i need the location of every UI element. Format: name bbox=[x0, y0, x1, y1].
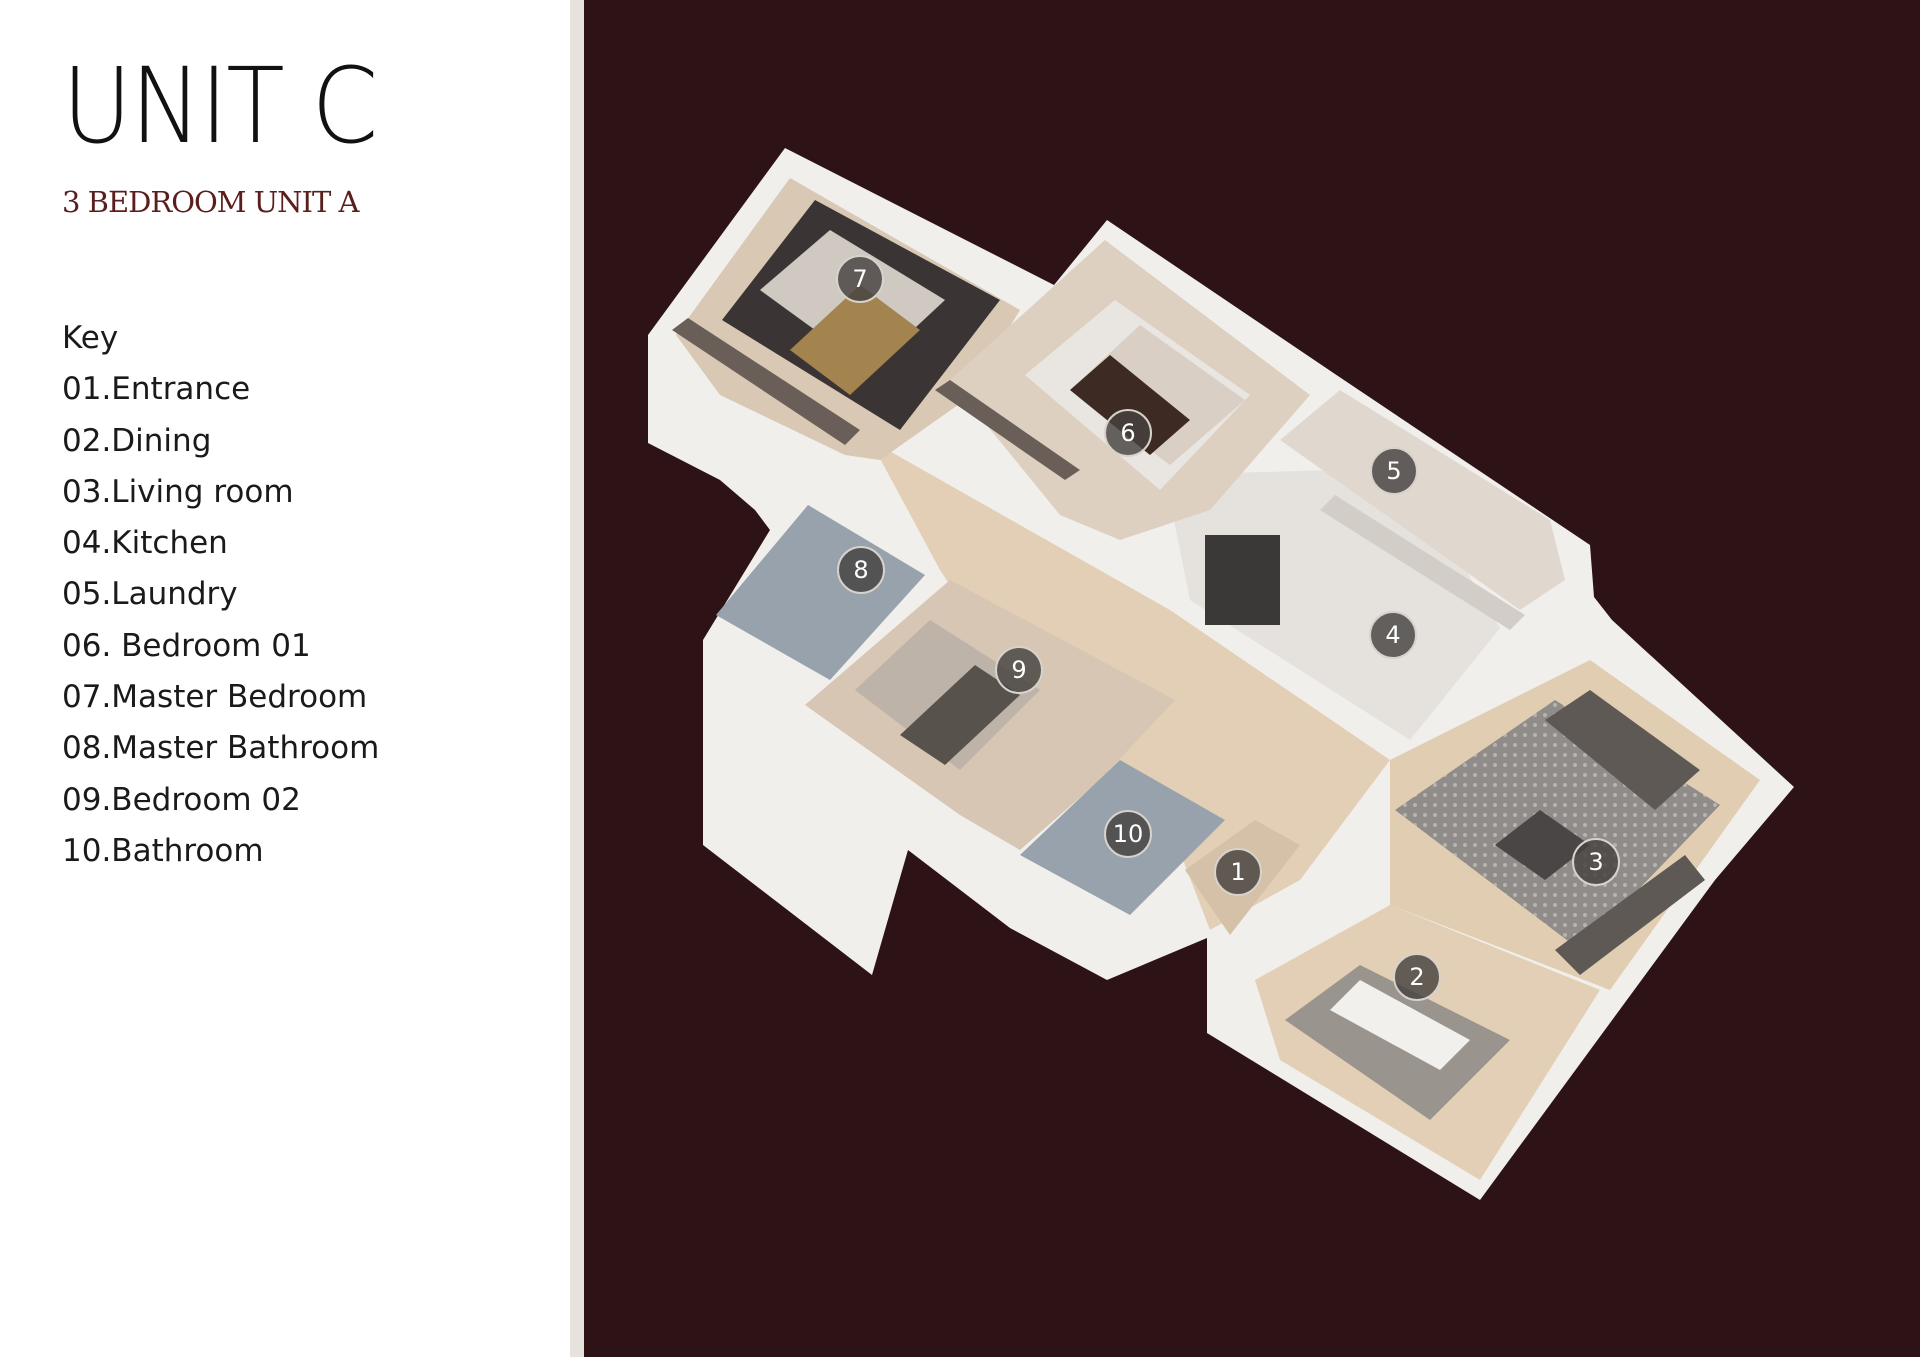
key-list: Key 01.Entrance 02.Dining 03.Living room… bbox=[62, 313, 379, 877]
marker-bedroom-01: 6 bbox=[1104, 409, 1152, 457]
marker-master-bathroom: 8 bbox=[837, 546, 885, 594]
key-item-dining: 02.Dining bbox=[62, 422, 212, 459]
divider-strip bbox=[570, 0, 584, 1357]
svg-text:6: 6 bbox=[1120, 419, 1135, 447]
dining-table bbox=[1330, 980, 1470, 1070]
key-item-master-bathroom: 08.Master Bathroom bbox=[62, 730, 380, 767]
svg-text:4: 4 bbox=[1385, 621, 1400, 649]
page-subtitle: 3 BEDROOM UNIT A bbox=[62, 185, 359, 219]
marker-bedroom-02: 9 bbox=[995, 646, 1043, 694]
svg-text:1: 1 bbox=[1230, 858, 1245, 886]
svg-text:3: 3 bbox=[1588, 848, 1603, 876]
wardrobes bbox=[672, 318, 1080, 480]
bedroom-01-bed bbox=[1070, 325, 1245, 465]
key-item-living-room: 03.Living room bbox=[62, 473, 294, 510]
marker-entrance: 1 bbox=[1214, 848, 1262, 896]
page-title: UNIT C bbox=[62, 45, 378, 167]
marker-bathroom: 10 bbox=[1104, 810, 1152, 858]
svg-text:8: 8 bbox=[853, 556, 868, 584]
key-item-kitchen: 04.Kitchen bbox=[62, 525, 228, 562]
svg-text:2: 2 bbox=[1409, 963, 1424, 991]
marker-kitchen: 4 bbox=[1369, 611, 1417, 659]
marker-master-bedroom: 7 bbox=[836, 255, 884, 303]
floor-laundry bbox=[1280, 390, 1565, 610]
svg-text:5: 5 bbox=[1386, 457, 1401, 485]
floor-plan-panel: 1 2 3 4 5 6 7 8 9 10 bbox=[584, 0, 1920, 1357]
bedroom-02-bed bbox=[855, 620, 1040, 770]
svg-text:7: 7 bbox=[852, 265, 867, 293]
key-item-bathroom: 10.Bathroom bbox=[62, 832, 264, 869]
marker-laundry: 5 bbox=[1370, 447, 1418, 495]
key-panel: UNIT C 3 BEDROOM UNIT A Key 01.Entrance … bbox=[0, 0, 570, 1357]
kitchen-counter bbox=[1205, 495, 1525, 630]
living-sofa bbox=[1495, 690, 1705, 975]
marker-living-room: 3 bbox=[1572, 838, 1620, 886]
svg-text:9: 9 bbox=[1011, 656, 1026, 684]
key-heading: Key bbox=[62, 320, 119, 356]
svg-text:10: 10 bbox=[1113, 820, 1144, 848]
key-item-bedroom-02: 09.Bedroom 02 bbox=[62, 781, 301, 818]
key-item-bedroom-01: 06. Bedroom 01 bbox=[62, 627, 311, 664]
key-item-entrance: 01.Entrance bbox=[62, 371, 251, 408]
floor-master-bathroom bbox=[716, 505, 925, 680]
floor-plan-render: 1 2 3 4 5 6 7 8 9 10 bbox=[648, 148, 1794, 1200]
marker-dining: 2 bbox=[1393, 953, 1441, 1001]
key-item-laundry: 05.Laundry bbox=[62, 576, 238, 613]
key-item-master-bedroom: 07.Master Bedroom bbox=[62, 679, 368, 716]
